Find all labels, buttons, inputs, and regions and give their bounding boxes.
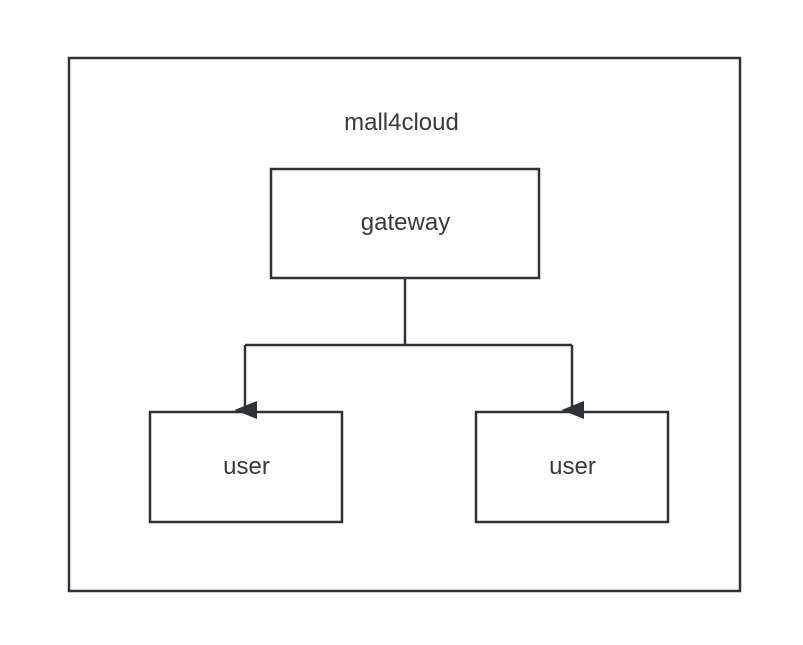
node-box-gateway[interactable] [269, 167, 541, 280]
node-box-user-right[interactable] [474, 410, 670, 524]
node-label-user-left: user [223, 453, 270, 480]
group-title-mall4cloud: mall4cloud [344, 109, 459, 136]
node-label-gateway: gateway [360, 209, 451, 236]
node-label-user-right: user [549, 453, 596, 480]
